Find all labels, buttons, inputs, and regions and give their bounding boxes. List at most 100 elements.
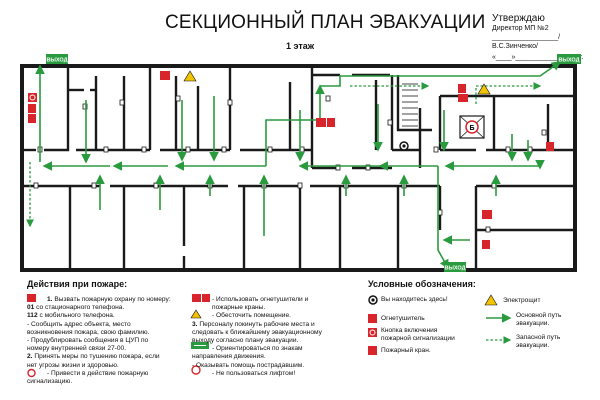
exit-sign-text: ВЫХОД bbox=[46, 58, 67, 64]
legend-extinguisher: Огнетушитель bbox=[381, 315, 425, 322]
fire-hydrant-marker bbox=[458, 94, 468, 102]
action-line-text: номеру внутренней связи 27-00. bbox=[27, 345, 127, 353]
fire-hydrant-marker bbox=[316, 118, 326, 127]
no-elevator-icon bbox=[191, 365, 201, 375]
phone-icon bbox=[27, 294, 36, 302]
you-are-here-marker bbox=[399, 141, 409, 151]
legend-fire-hydrant: Пожарный кран. bbox=[381, 347, 431, 354]
alarm-button-icon bbox=[368, 328, 377, 337]
fire-hydrant-icon bbox=[192, 294, 201, 302]
approval-heading: Утверждаю bbox=[492, 13, 545, 24]
action-line-text: - Продублировать сообщения в ЦУП по bbox=[27, 337, 149, 345]
action-line: сигнализацию. bbox=[27, 378, 192, 386]
electrical-panel-markers bbox=[183, 70, 491, 95]
action-line: возникновения пожара, свою фамилию. bbox=[27, 329, 192, 337]
extinguisher-marker bbox=[482, 240, 490, 249]
interior-walls bbox=[22, 66, 576, 270]
action-line: - Использовать огнетушители и bbox=[192, 296, 352, 304]
action-line-text: Принять меры по тушению пожара, если bbox=[32, 353, 160, 361]
actions-icons bbox=[27, 294, 210, 378]
extinguisher-icon bbox=[202, 294, 210, 302]
floor-label: 1 этаж bbox=[286, 41, 315, 51]
action-line: - Привести в действие пожарную bbox=[27, 370, 192, 378]
action-line-text: возникновения пожара, свою фамилию. bbox=[27, 328, 150, 336]
legend-alarm-button-line1: Кнопка включения bbox=[381, 327, 438, 334]
action-line-number: 112 bbox=[27, 312, 38, 320]
electrical-panel-icon bbox=[190, 309, 202, 319]
exit-sign-text: ВЫХОД bbox=[444, 266, 465, 272]
page-title: СЕКЦИОННЫЙ ПЛАН ЭВАКУАЦИИ bbox=[165, 12, 486, 33]
action-line-text: Вызвать пожарную охрану по номеру: bbox=[52, 296, 171, 303]
legend-you-are-here: Вы находитесь здесь! bbox=[381, 296, 448, 303]
fire-actions-left-column: 1. Вызвать пожарную охрану по номеру:01 … bbox=[27, 296, 192, 386]
fire-hydrant-marker bbox=[482, 210, 492, 219]
action-line: нет угрозы жизни и здоровью. bbox=[27, 362, 192, 370]
action-line: 112 с мобильного телефона. bbox=[27, 312, 192, 320]
extinguisher-marker bbox=[327, 118, 335, 127]
action-line-text: сигнализацию. bbox=[27, 378, 73, 386]
legend-main-route-line2: эвакуации. bbox=[516, 320, 550, 327]
action-line-text: следовать к ближайшему эвакуационному bbox=[192, 328, 322, 336]
electrical-panel-icon bbox=[477, 83, 491, 95]
alarm-button-icon bbox=[27, 368, 36, 378]
extinguisher-marker bbox=[458, 84, 466, 93]
action-line: - Продублировать сообщения в ЦУП по bbox=[27, 337, 192, 345]
electrical-panel-icon bbox=[183, 70, 197, 82]
exit-sign-top-right: ВЫХОД bbox=[557, 54, 581, 64]
action-line: - Оказывать помощь пострадавшим. bbox=[192, 362, 352, 370]
legend-spare-route-line2: эвакуации. bbox=[516, 342, 550, 349]
building-walls bbox=[20, 64, 577, 272]
action-line: - Сообщить адрес объекта, место bbox=[27, 321, 192, 329]
action-line-text: - Ориентироваться по знакам bbox=[212, 345, 303, 353]
action-line-text: нет угрозы жизни и здоровью. bbox=[27, 361, 119, 369]
action-line-text: с мобильного телефона. bbox=[37, 312, 115, 320]
action-line: 01 со стационарного телефона. bbox=[27, 304, 192, 312]
fire-actions-panel: Действия при пожаре: bbox=[27, 279, 128, 294]
legend-panel: Условные обозначения: bbox=[368, 279, 476, 294]
spare-evacuation-route bbox=[26, 82, 542, 228]
action-line-text: - Обесточить помещение. bbox=[212, 312, 291, 320]
legend-alarm-button-line2: пожарной сигнализации bbox=[381, 335, 455, 342]
svg-text:Б: Б bbox=[469, 125, 474, 132]
legend-spare-route-line1: Запасной путь bbox=[516, 334, 561, 341]
extinguisher-marker bbox=[546, 142, 554, 151]
fire-equipment-markers bbox=[28, 71, 554, 249]
action-line-text: направления движения. bbox=[192, 353, 266, 361]
legend-title: Условные обозначения: bbox=[368, 279, 476, 289]
alarm-button-marker bbox=[28, 93, 37, 102]
action-line-text: выходу согласно плану эвакуации. bbox=[192, 337, 299, 345]
action-line: 3. Персоналу покинуть рабочие места и bbox=[192, 321, 352, 329]
action-line-number: 01 bbox=[27, 304, 35, 312]
legend-electrical: Электрощит bbox=[503, 297, 541, 304]
action-line: - Не пользоваться лифтом! bbox=[192, 370, 352, 378]
action-line-number: 1. bbox=[47, 296, 53, 303]
approval-date: «____»____________ 2013г. bbox=[492, 54, 584, 61]
extinguisher-icon bbox=[368, 314, 377, 323]
action-line: направления движения. bbox=[192, 353, 352, 361]
action-line-text: - Использовать огнетушители и bbox=[212, 296, 309, 303]
action-line: - Ориентироваться по знакам bbox=[192, 345, 352, 353]
staircase bbox=[402, 83, 418, 127]
approval-signature: _________________/В.С.Зинченко/ bbox=[492, 34, 561, 50]
electrical-panel-icon bbox=[484, 294, 498, 306]
legend-icons bbox=[368, 294, 512, 355]
exit-sign-top-left: ВЫХОД bbox=[46, 54, 68, 64]
action-line-number: 3. bbox=[192, 320, 198, 328]
fire-actions-title: Действия при пожаре: bbox=[27, 279, 128, 289]
main-evacuation-route bbox=[35, 61, 562, 270]
legend-main-route-line1: Основной путь bbox=[516, 312, 562, 319]
extinguisher-marker bbox=[28, 104, 36, 113]
approval-block: Утверждаю Директор МП №2 _______________… bbox=[492, 14, 600, 62]
action-line-text: пожарные краны. bbox=[212, 304, 266, 312]
action-line-text: - Оказывать помощь пострадавшим. bbox=[192, 361, 305, 369]
action-line-text: - Привести в действие пожарную bbox=[47, 369, 149, 377]
action-line: 2. Принять меры по тушению пожара, если bbox=[27, 353, 192, 361]
fire-hydrant-icon bbox=[368, 346, 377, 355]
action-line: 1. Вызвать пожарную охрану по номеру: bbox=[27, 296, 192, 304]
action-line: следовать к ближайшему эвакуационному bbox=[192, 329, 352, 337]
exit-sign-text: ВЫХОД bbox=[558, 58, 579, 64]
elevator-icon: Б bbox=[459, 115, 485, 139]
action-line: выходу согласно плану эвакуации. bbox=[192, 337, 352, 345]
